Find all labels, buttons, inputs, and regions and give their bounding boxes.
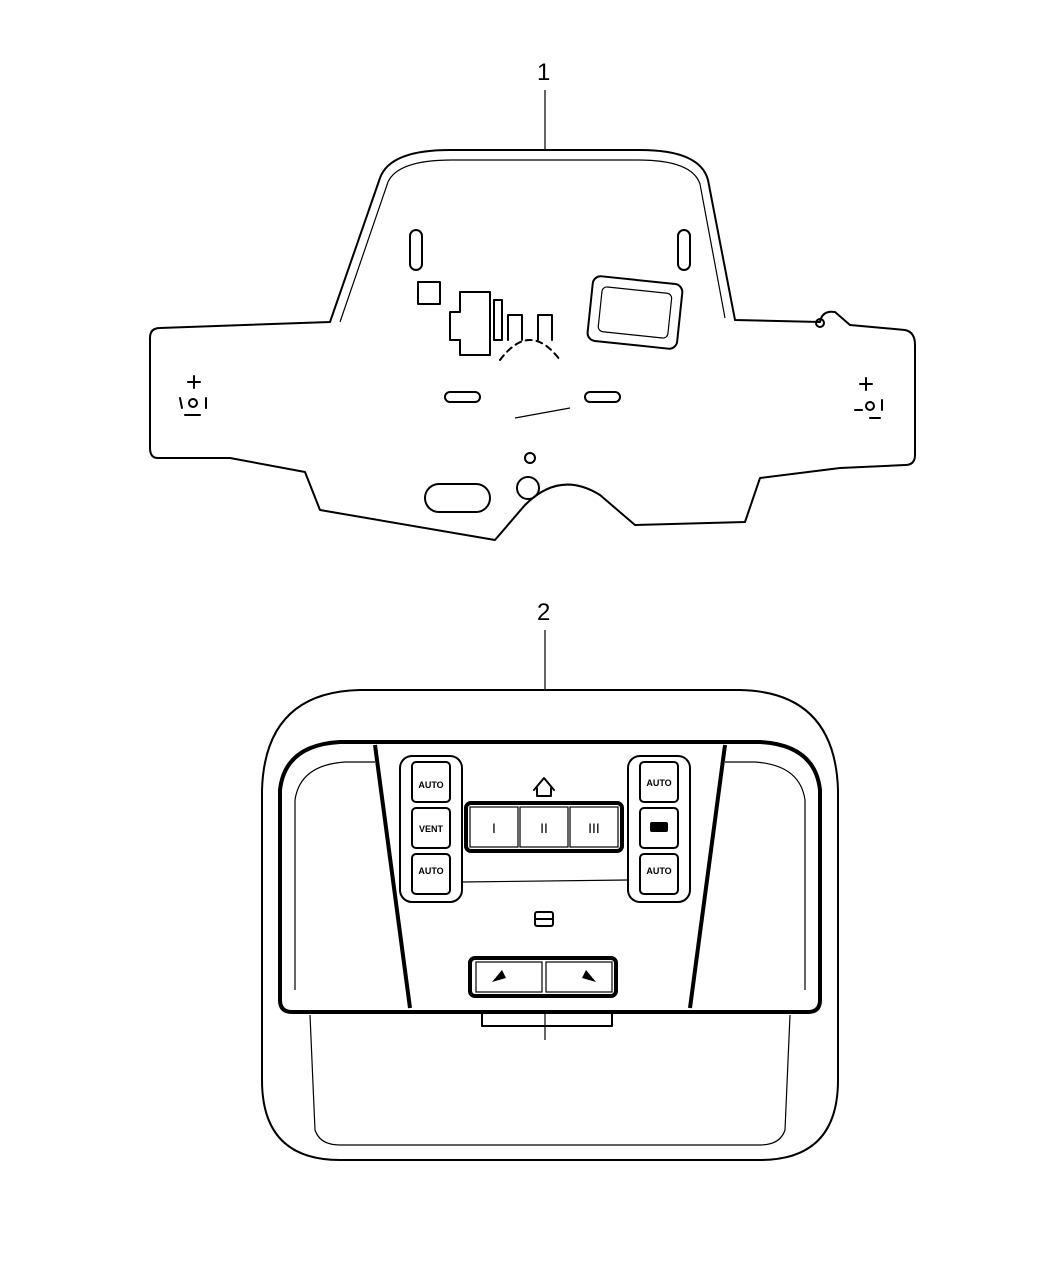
auto-up-left-button[interactable] bbox=[411, 761, 451, 803]
homelink-buttons: I II III bbox=[469, 806, 619, 848]
large-oval-hole bbox=[424, 483, 491, 513]
auto-down-left-label: AUTO bbox=[418, 866, 443, 876]
panel-divider bbox=[461, 879, 629, 883]
part-2-overhead-console: 2 AUTO VENT AUTO AUTO AUTO bbox=[261, 599, 839, 1161]
rib-3 bbox=[537, 314, 553, 341]
center-panel-edges bbox=[373, 744, 727, 1009]
sensor-window-inner bbox=[597, 286, 673, 339]
console-housing bbox=[261, 689, 839, 1161]
rib-1 bbox=[493, 299, 503, 341]
sunshade-button[interactable] bbox=[639, 807, 679, 849]
lamp-lens-outline bbox=[294, 761, 806, 990]
slot-right bbox=[677, 229, 691, 271]
homelink-label-1: I bbox=[492, 820, 496, 836]
part-1-bracket: 1 bbox=[149, 59, 916, 541]
oval-slot-left bbox=[444, 391, 481, 403]
auto-down-right-button[interactable] bbox=[639, 853, 679, 895]
oval-slot-right bbox=[584, 391, 621, 403]
bracket-line bbox=[514, 407, 571, 419]
console-frame bbox=[278, 740, 822, 1014]
locator-marks-left bbox=[179, 375, 207, 416]
screw-hole bbox=[524, 452, 536, 464]
map-light-group bbox=[468, 956, 618, 998]
homelink-button-1[interactable] bbox=[469, 806, 519, 848]
left-switch-bank bbox=[399, 755, 463, 903]
square-tab bbox=[417, 281, 441, 305]
mount-hole-right bbox=[815, 318, 825, 328]
door-latch bbox=[481, 1011, 613, 1027]
bracket-outline bbox=[149, 149, 916, 541]
callout-2: 2 bbox=[537, 599, 550, 626]
auto-up-right-label: AUTO bbox=[646, 778, 671, 788]
callout-1: 1 bbox=[537, 59, 550, 86]
sunglass-door bbox=[309, 1014, 791, 1146]
slot-left bbox=[409, 229, 423, 271]
auto-down-right-label: AUTO bbox=[646, 866, 671, 876]
locator-marks-right bbox=[854, 377, 883, 419]
auto-up-left-label: AUTO bbox=[418, 780, 443, 790]
homelink-icon bbox=[533, 777, 555, 797]
homelink-button-3[interactable] bbox=[569, 806, 619, 848]
map-light-left-icon bbox=[492, 970, 506, 982]
right-switch-buttons: AUTO AUTO bbox=[639, 761, 679, 895]
homelink-button-2[interactable] bbox=[519, 806, 569, 848]
bracket-inner-rim bbox=[387, 159, 726, 319]
auto-down-left-button[interactable] bbox=[411, 853, 451, 895]
rib-2 bbox=[507, 314, 523, 341]
homelink-button-group bbox=[464, 801, 624, 853]
auto-up-right-button[interactable] bbox=[639, 761, 679, 803]
homelink-label-3: III bbox=[588, 820, 600, 836]
sensor-window bbox=[586, 275, 684, 350]
map-light-right-button[interactable] bbox=[545, 961, 613, 993]
map-light-right-icon bbox=[582, 970, 596, 982]
map-light-left-button[interactable] bbox=[475, 961, 543, 993]
vent-button[interactable] bbox=[411, 807, 451, 849]
clip-tab bbox=[449, 291, 491, 356]
right-switch-bank bbox=[627, 755, 691, 903]
bracket-inner-edge bbox=[339, 181, 389, 323]
round-hole bbox=[516, 476, 540, 500]
sunshade-icon bbox=[650, 822, 668, 832]
homelink-label-2: II bbox=[540, 820, 548, 836]
dashed-arc bbox=[499, 339, 561, 361]
left-switch-buttons: AUTO VENT AUTO bbox=[411, 761, 451, 895]
vent-label: VENT bbox=[419, 824, 444, 834]
